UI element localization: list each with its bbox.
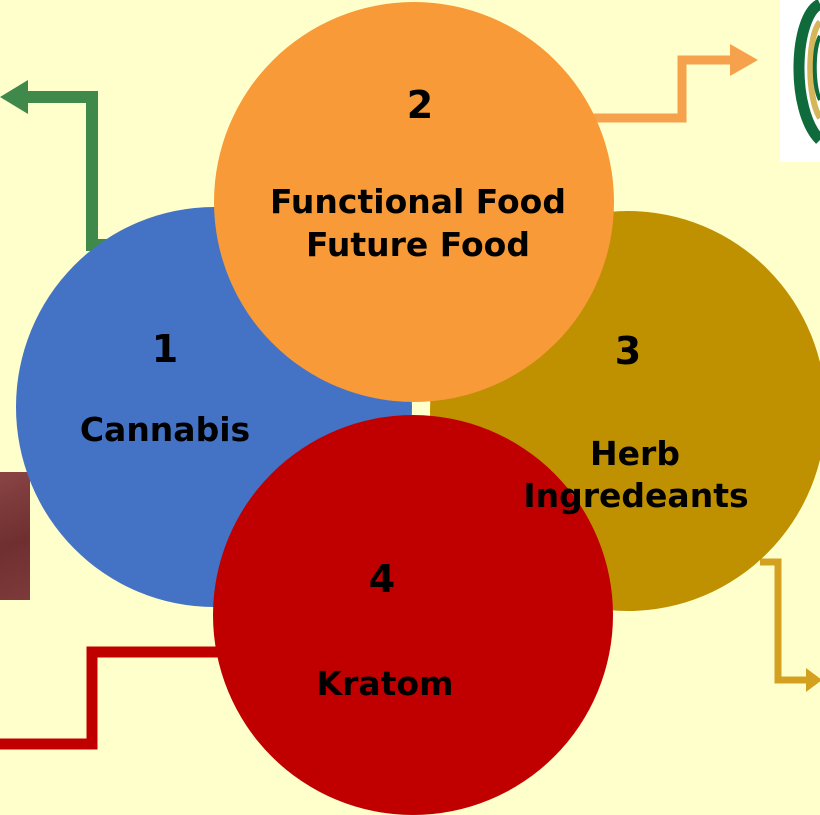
herb-label-line1: Herb [590, 434, 680, 473]
logo-seal [780, 0, 820, 162]
photo-thumbnail-icon [0, 472, 30, 600]
gold-connector-arrow [760, 558, 812, 684]
functional-food-label-line2: Future Food [306, 225, 530, 264]
kratom-number: 4 [368, 557, 396, 601]
red-connector-arrow [0, 646, 222, 750]
functional-food-number: 2 [406, 83, 434, 127]
seal-logo-icon [793, 0, 820, 144]
cannabis-number: 1 [151, 327, 179, 371]
functional-food-circle [214, 2, 614, 402]
green-arrowhead-icon [0, 80, 28, 114]
herb-number: 3 [614, 329, 642, 373]
herb-label-line2: Ingredeants [523, 476, 749, 515]
orange-arrowhead-icon [730, 44, 758, 76]
gold-arrowhead-icon [806, 668, 820, 692]
kratom-label: Kratom [316, 664, 454, 703]
orange-connector-arrow [592, 55, 732, 123]
cannabis-label: Cannabis [79, 410, 251, 449]
functional-food-label-line1: Functional Food [270, 182, 566, 221]
kratom-circle [213, 415, 613, 815]
